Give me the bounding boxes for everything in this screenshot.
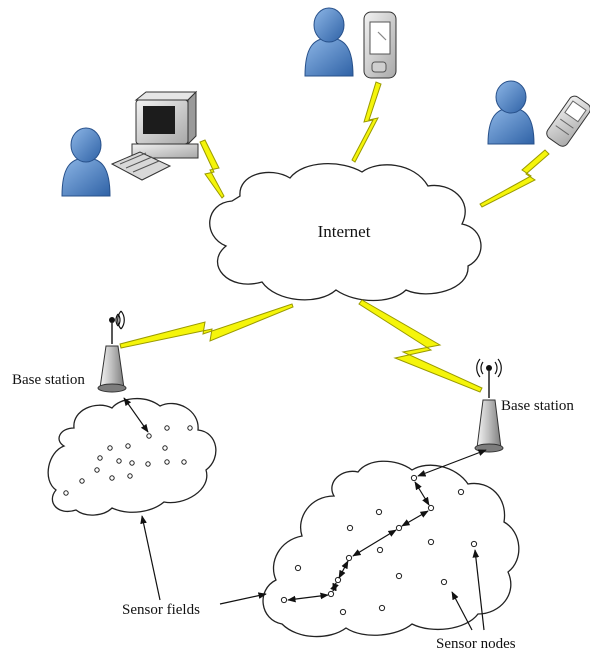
label-pointers — [140, 515, 485, 631]
sensor-node-icon — [376, 546, 384, 554]
sensor-node-icon — [280, 596, 288, 604]
internet-label: Internet — [318, 222, 371, 241]
sensor-node-icon — [107, 445, 113, 451]
sensor-node-icon — [129, 460, 135, 466]
sensor-node-icon — [164, 459, 170, 465]
sensor-node-icon — [109, 475, 115, 481]
sensor-field-left — [47, 398, 217, 516]
sensor-nodes-left — [63, 425, 193, 496]
sensor-node-icon — [145, 461, 151, 467]
sensor-node-icon — [378, 604, 386, 612]
sensor-node-icon — [181, 459, 187, 465]
sensor-node-icon — [457, 488, 465, 496]
sensor-node-icon — [440, 578, 448, 586]
sensor-node-icon — [97, 455, 103, 461]
user-icon — [487, 80, 535, 145]
sensor-node-icon — [164, 425, 170, 431]
mobile-phone-icon — [546, 95, 590, 147]
sensor-node-icon — [427, 504, 435, 512]
user-icon — [61, 127, 111, 197]
sensor-node-icon — [116, 458, 122, 464]
sensor-node-icon — [345, 554, 353, 562]
sensor-node-icon — [346, 524, 354, 532]
sensor-node-icon — [125, 443, 131, 449]
sensor-node-icon — [187, 425, 193, 431]
sensor-node-icon — [395, 572, 403, 580]
lightning-bolt-icon — [119, 81, 550, 393]
communication-arrows — [123, 397, 487, 603]
sensor-node-icon — [395, 524, 403, 532]
sensor-node-icon — [327, 590, 335, 598]
base-station-left-label: Base station — [12, 372, 85, 388]
sensor-node-icon — [294, 564, 302, 572]
user-icon — [304, 7, 354, 77]
antenna-tower-icon — [474, 358, 504, 453]
sensor-fields-label: Sensor fields — [122, 602, 200, 618]
sensor-node-icon — [63, 490, 69, 496]
sensor-node-icon — [162, 445, 168, 451]
desktop-computer-icon — [110, 90, 199, 181]
sensor-node-icon — [375, 508, 383, 516]
sensor-node-icon — [94, 467, 100, 473]
sensor-nodes-label: Sensor nodes — [436, 636, 516, 652]
antenna-tower-icon — [97, 310, 127, 393]
sensor-node-icon — [339, 608, 347, 616]
base-station-right-label: Base station — [501, 398, 574, 414]
sensor-node-icon — [146, 433, 152, 439]
sensor-node-icon — [127, 473, 133, 479]
sensor-node-icon — [427, 538, 435, 546]
sensor-field-right — [262, 460, 520, 638]
pda-icon — [363, 11, 397, 79]
sensor-node-icon — [410, 474, 418, 482]
sensor-node-icon — [470, 540, 478, 548]
sensor-node-icon — [334, 576, 342, 584]
sensor-node-icon — [79, 478, 85, 484]
internet-cloud: Internet — [209, 163, 482, 302]
